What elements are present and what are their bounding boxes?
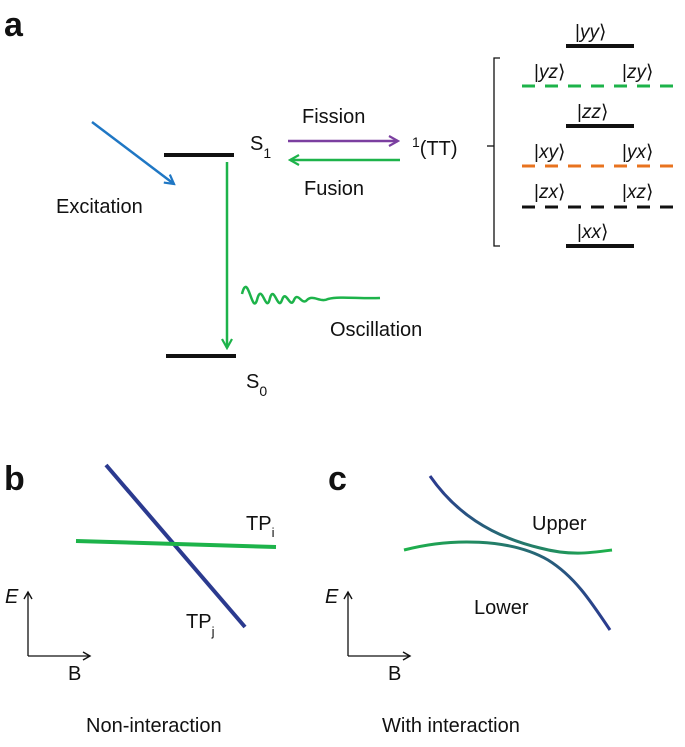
oscillation-label: Oscillation [330, 319, 422, 341]
panel-c: c Upper Lower E B With interaction [325, 460, 613, 737]
ket-yx: |yx⟩ [622, 142, 653, 163]
ket-yy: |yy⟩ [575, 22, 606, 43]
lower-curve [403, 540, 612, 631]
tt-label: 1(TT) [412, 134, 458, 160]
tp-j-line [104, 463, 247, 629]
excitation-label: Excitation [56, 196, 143, 218]
ket-zy: |zy⟩ [622, 62, 653, 83]
tp-i-line [75, 539, 277, 549]
ket-zx: |zx⟩ [534, 182, 565, 203]
axis-b-label-c: B [388, 663, 401, 685]
panel-c-label: c [328, 460, 347, 498]
tp-j-label: TPj [186, 611, 215, 639]
ket-xz: |xz⟩ [622, 182, 653, 203]
fusion-label: Fusion [304, 178, 364, 200]
panel-b: b TPi TPj E B Non-interaction [4, 460, 277, 737]
ket-yz: |yz⟩ [534, 62, 565, 83]
axis-b-label-b: B [68, 663, 81, 685]
excitation-arrow [91, 121, 174, 184]
lower-label: Lower [474, 597, 529, 619]
caption-c: With interaction [382, 715, 520, 737]
upper-label: Upper [532, 513, 587, 535]
ket-zz: |zz⟩ [577, 102, 608, 123]
panel-a-label: a [4, 6, 24, 44]
ket-xx: |xx⟩ [577, 222, 608, 243]
states-bracket [493, 57, 500, 247]
upper-curve [428, 475, 613, 555]
ket-xy: |xy⟩ [534, 142, 565, 163]
oscillation-wave [240, 285, 381, 305]
fission-label: Fission [302, 106, 365, 128]
s1-label: S1 [250, 133, 271, 161]
s0-label: S0 [246, 371, 267, 399]
axis-e-label-c: E [325, 586, 339, 608]
panel-b-label: b [4, 460, 25, 498]
axis-e-label-b: E [5, 586, 19, 608]
panel-a: a Excitation S1 S0 Oscillation Fission F… [4, 6, 680, 399]
caption-b: Non-interaction [86, 715, 222, 737]
tp-i-label: TPi [246, 513, 275, 540]
